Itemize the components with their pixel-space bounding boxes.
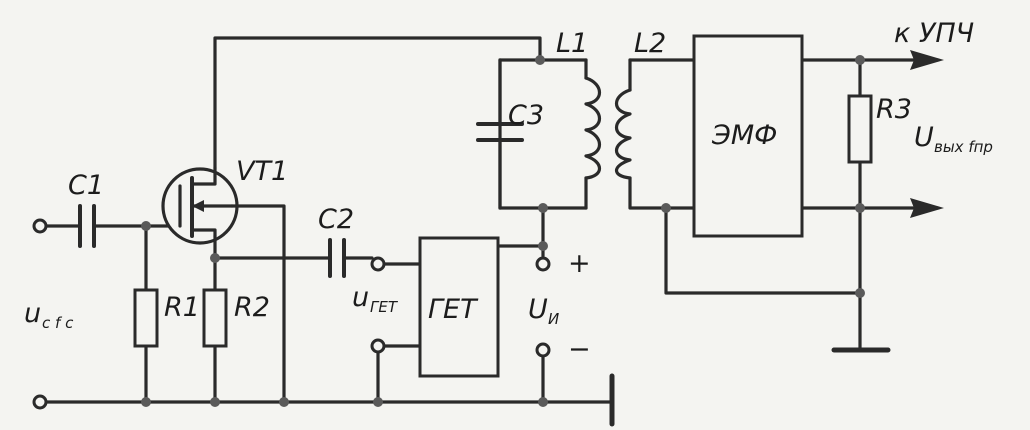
resistor-r1 — [133, 288, 159, 348]
get-block — [418, 236, 500, 378]
label-l1: L1 — [556, 28, 588, 59]
capacitor-c2 — [328, 238, 346, 278]
label-r3: R3 — [876, 94, 912, 125]
label-u-output: U — [914, 122, 934, 153]
get-block-label: ГЕТ — [428, 294, 479, 325]
inductor-l1 — [584, 76, 602, 180]
capacitor-c3 — [476, 122, 524, 142]
label-u-supply: U — [528, 294, 548, 325]
output-arrow-top — [910, 50, 944, 70]
label-to-ifa: к УПЧ — [894, 18, 974, 49]
transistor-vt1 — [161, 166, 239, 245]
terminals — [32, 218, 551, 410]
label-u-get-sub: ГЕТ — [370, 298, 399, 316]
output-arrow-bottom — [910, 198, 944, 218]
label-r2: R2 — [234, 292, 270, 323]
label-vt1: VT1 — [236, 156, 288, 187]
label-u-get: u — [352, 282, 369, 313]
label-minus: − — [568, 334, 591, 365]
junction-dots — [141, 55, 865, 407]
emf-block-label: ЭМФ — [711, 120, 777, 151]
capacitor-c1 — [78, 204, 96, 248]
label-u-output-sub: вых fпр — [934, 138, 993, 156]
resistor-r3 — [847, 94, 873, 164]
inductor-l2 — [614, 88, 632, 180]
label-r1: R1 — [164, 292, 200, 323]
resistor-r2 — [202, 288, 228, 348]
label-u-input: u — [24, 298, 41, 329]
emf-block — [692, 34, 804, 238]
label-u-input-sub: c f c — [42, 314, 74, 332]
label-c3: C3 — [508, 100, 544, 131]
label-c2: C2 — [318, 204, 354, 235]
label-c1: C1 — [68, 170, 104, 201]
label-plus: + — [568, 248, 591, 279]
label-u-supply-sub: И — [548, 310, 559, 328]
label-l2: L2 — [634, 28, 666, 59]
